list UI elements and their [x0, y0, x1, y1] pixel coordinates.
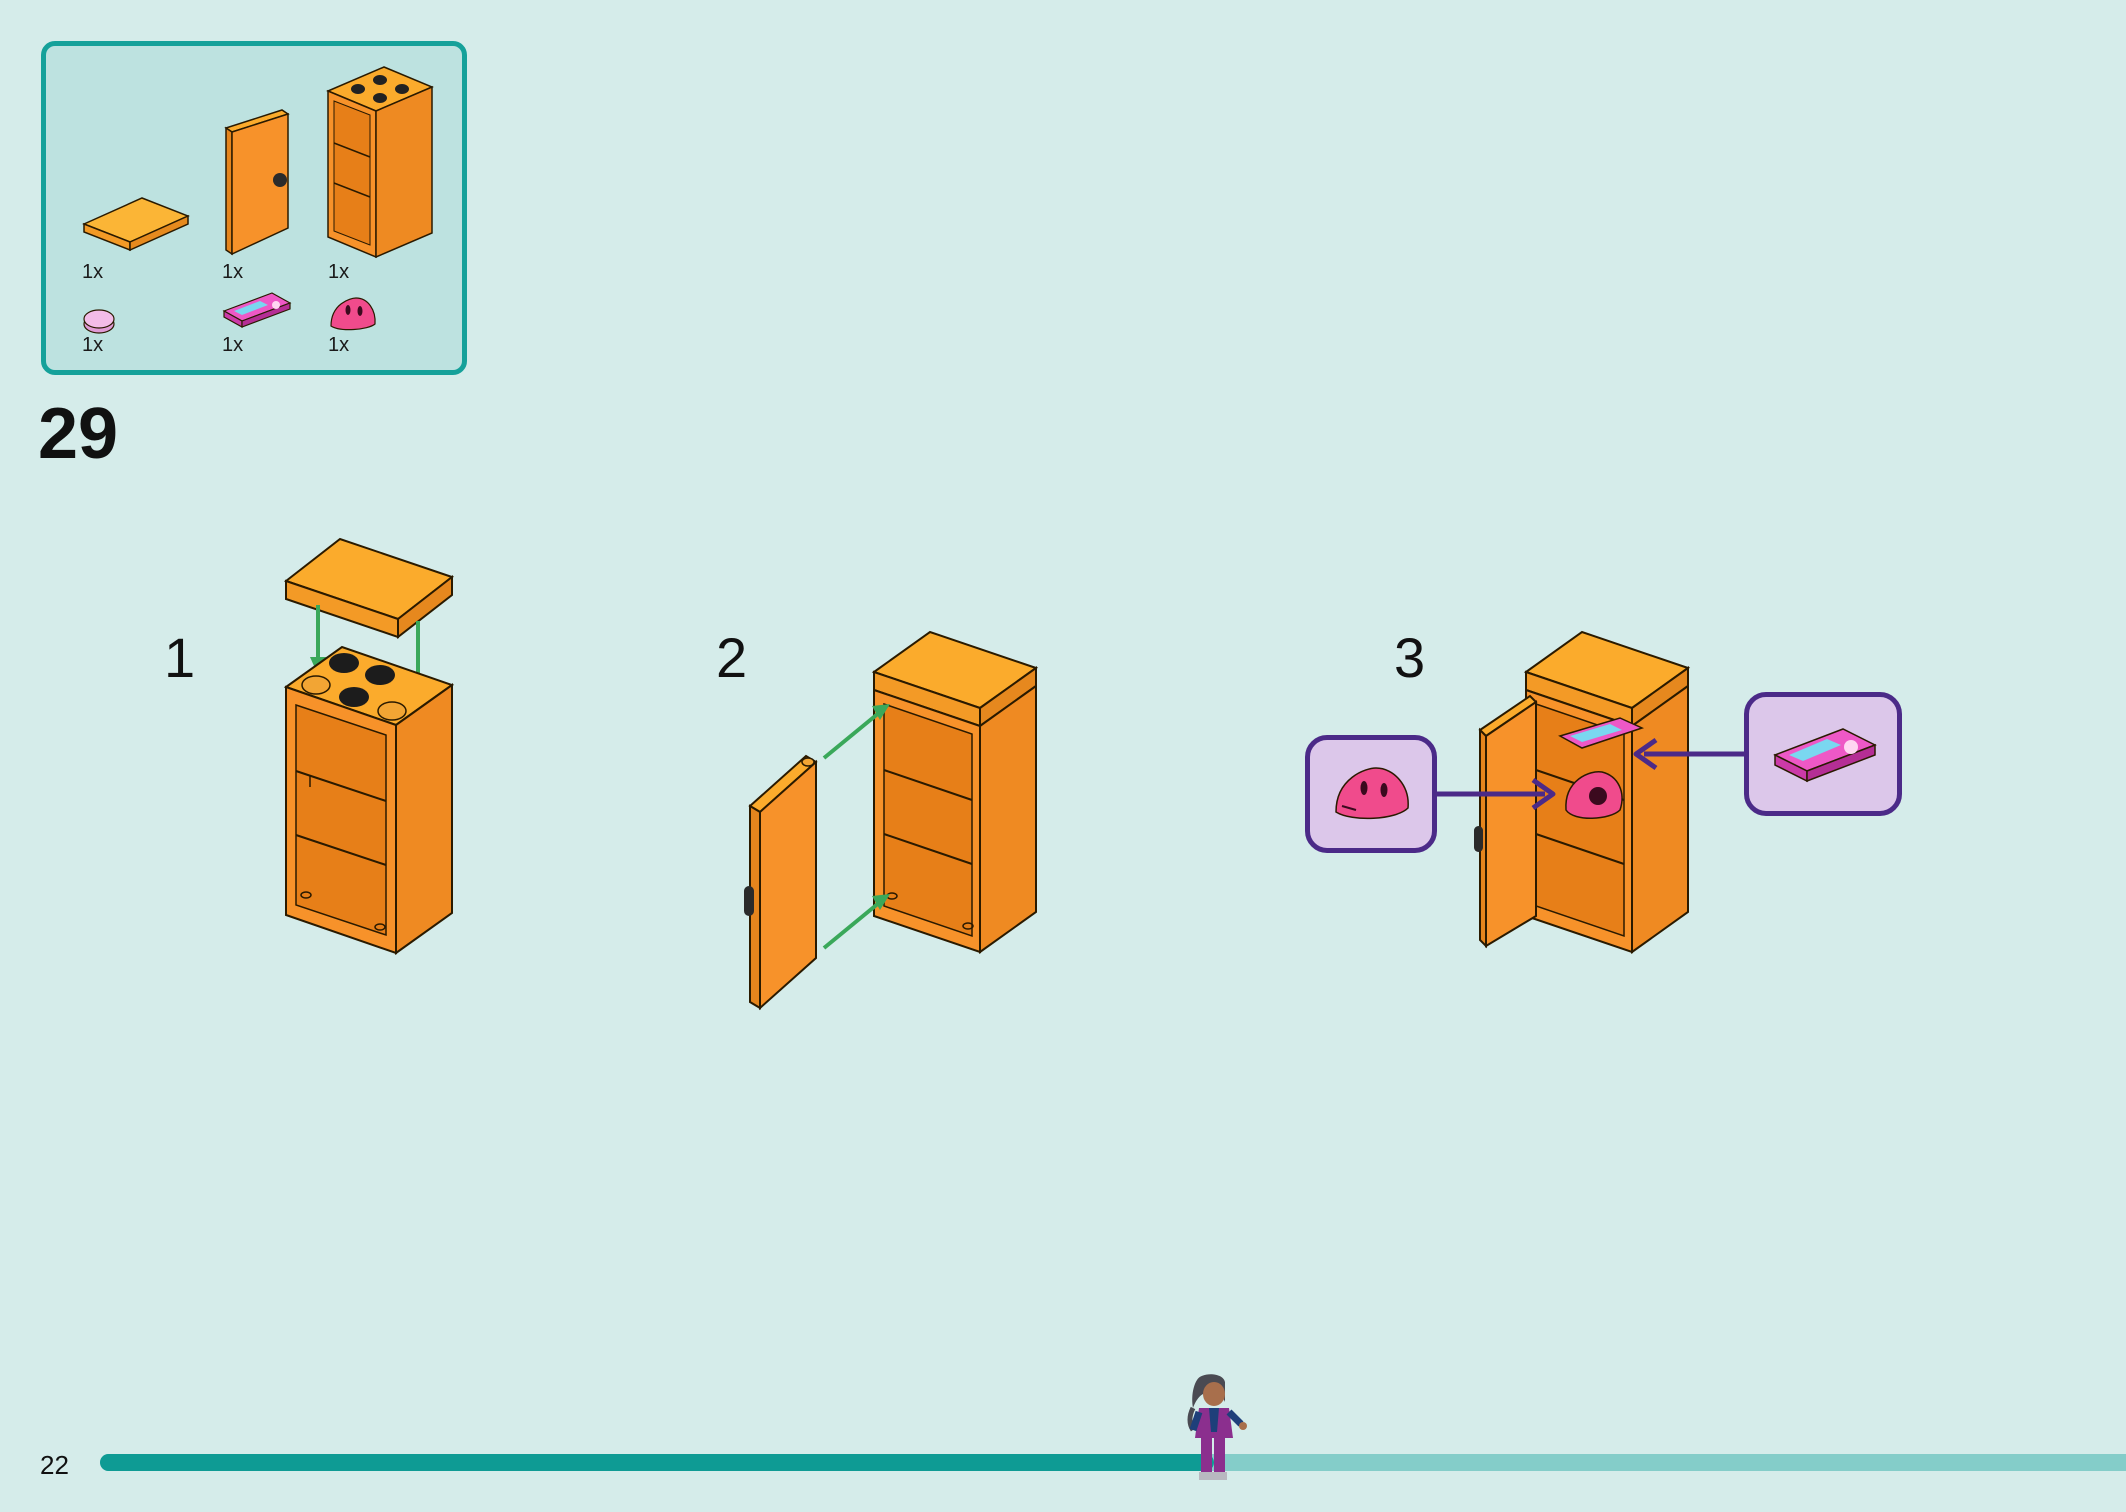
qty-door: 1x	[222, 261, 244, 283]
qty-plate: 1x	[82, 261, 104, 283]
substep-2-illustration	[744, 630, 1039, 1011]
helmet-part-icon	[330, 297, 376, 331]
round-tile-part-icon	[83, 309, 115, 334]
qty-printed-tile: 1x	[222, 334, 244, 356]
progress-bar	[100, 1454, 2126, 1471]
substep-number-1: 1	[164, 626, 196, 689]
printed-tile-icon	[1773, 728, 1877, 783]
step-number: 29	[38, 394, 119, 474]
helmet-icon	[1335, 767, 1409, 820]
qty-cupboard: 1x	[328, 261, 350, 283]
minifigure-progress-marker-icon	[1187, 1374, 1247, 1480]
substep-number-2: 2	[716, 626, 748, 689]
parts-list-box: 1x 1x 1x 1x 1x 1x	[41, 41, 467, 375]
tile-arrow	[1633, 737, 1746, 771]
progress-bar-fill	[100, 1454, 1214, 1471]
cupboard-part-icon	[326, 66, 434, 259]
qty-round-tile: 1x	[82, 334, 104, 356]
qty-helmet: 1x	[328, 334, 350, 356]
substep-number-3: 3	[1394, 626, 1426, 689]
printed-tile-part-icon	[222, 292, 292, 329]
substep-1-illustration	[283, 537, 455, 955]
helmet-callout	[1305, 735, 1437, 853]
printed-tile-callout	[1744, 692, 1902, 816]
page-number: 22	[40, 1450, 69, 1480]
helmet-arrow	[1437, 777, 1556, 811]
plate-part-icon	[82, 197, 190, 252]
door-part-icon	[224, 109, 290, 256]
